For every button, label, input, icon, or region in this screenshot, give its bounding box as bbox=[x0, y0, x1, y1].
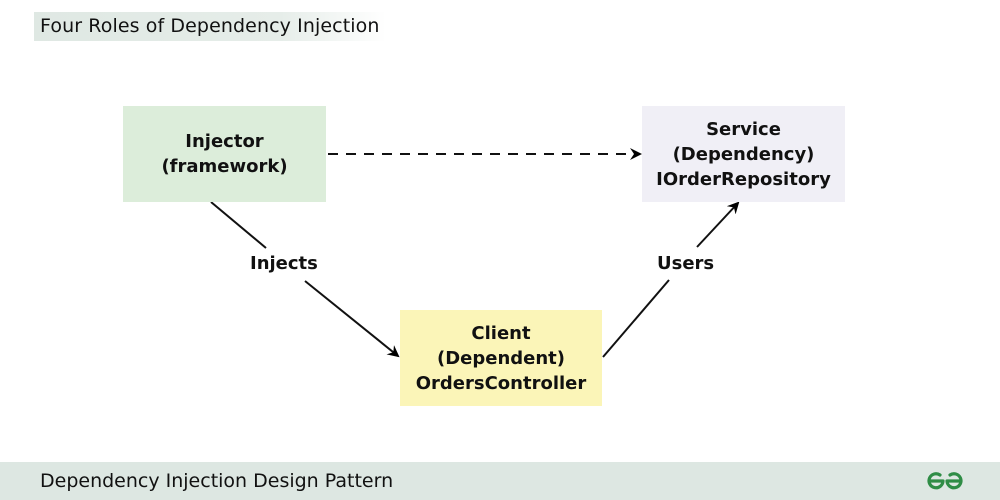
injector-node: Injector (framework) bbox=[123, 106, 326, 202]
client-node-line-1: Client bbox=[471, 322, 531, 344]
edge-injector-to-client-lower bbox=[304, 280, 400, 358]
injector-node-line-1: Injector bbox=[185, 131, 264, 152]
footer-bar: Dependency Injection Design Pattern bbox=[0, 462, 1000, 500]
service-node-line-2: (Dependency) bbox=[672, 143, 815, 165]
injector-node-line-2: (framework) bbox=[161, 156, 288, 177]
gfg-logo-icon bbox=[927, 472, 963, 490]
edge-label-users: Users bbox=[655, 253, 717, 275]
client-node: Client (Dependent) OrdersController bbox=[400, 310, 602, 406]
service-node-line-3: IOrderRepository bbox=[656, 168, 831, 190]
edge-client-to-service-upper bbox=[696, 201, 740, 248]
footer-title: Dependency Injection Design Pattern bbox=[40, 470, 394, 492]
diagram-title: Four Roles of Dependency Injection bbox=[34, 12, 386, 41]
edge-label-injects: Injects bbox=[248, 253, 320, 275]
edge-injector-to-client-upper bbox=[210, 201, 267, 249]
service-node: Service (Dependency) IOrderRepository bbox=[642, 106, 845, 202]
client-node-line-3: OrdersController bbox=[415, 372, 587, 394]
client-node-line-2: (Dependent) bbox=[436, 347, 566, 369]
service-node-line-1: Service bbox=[706, 118, 781, 140]
edge-client-to-service-lower bbox=[602, 279, 670, 358]
